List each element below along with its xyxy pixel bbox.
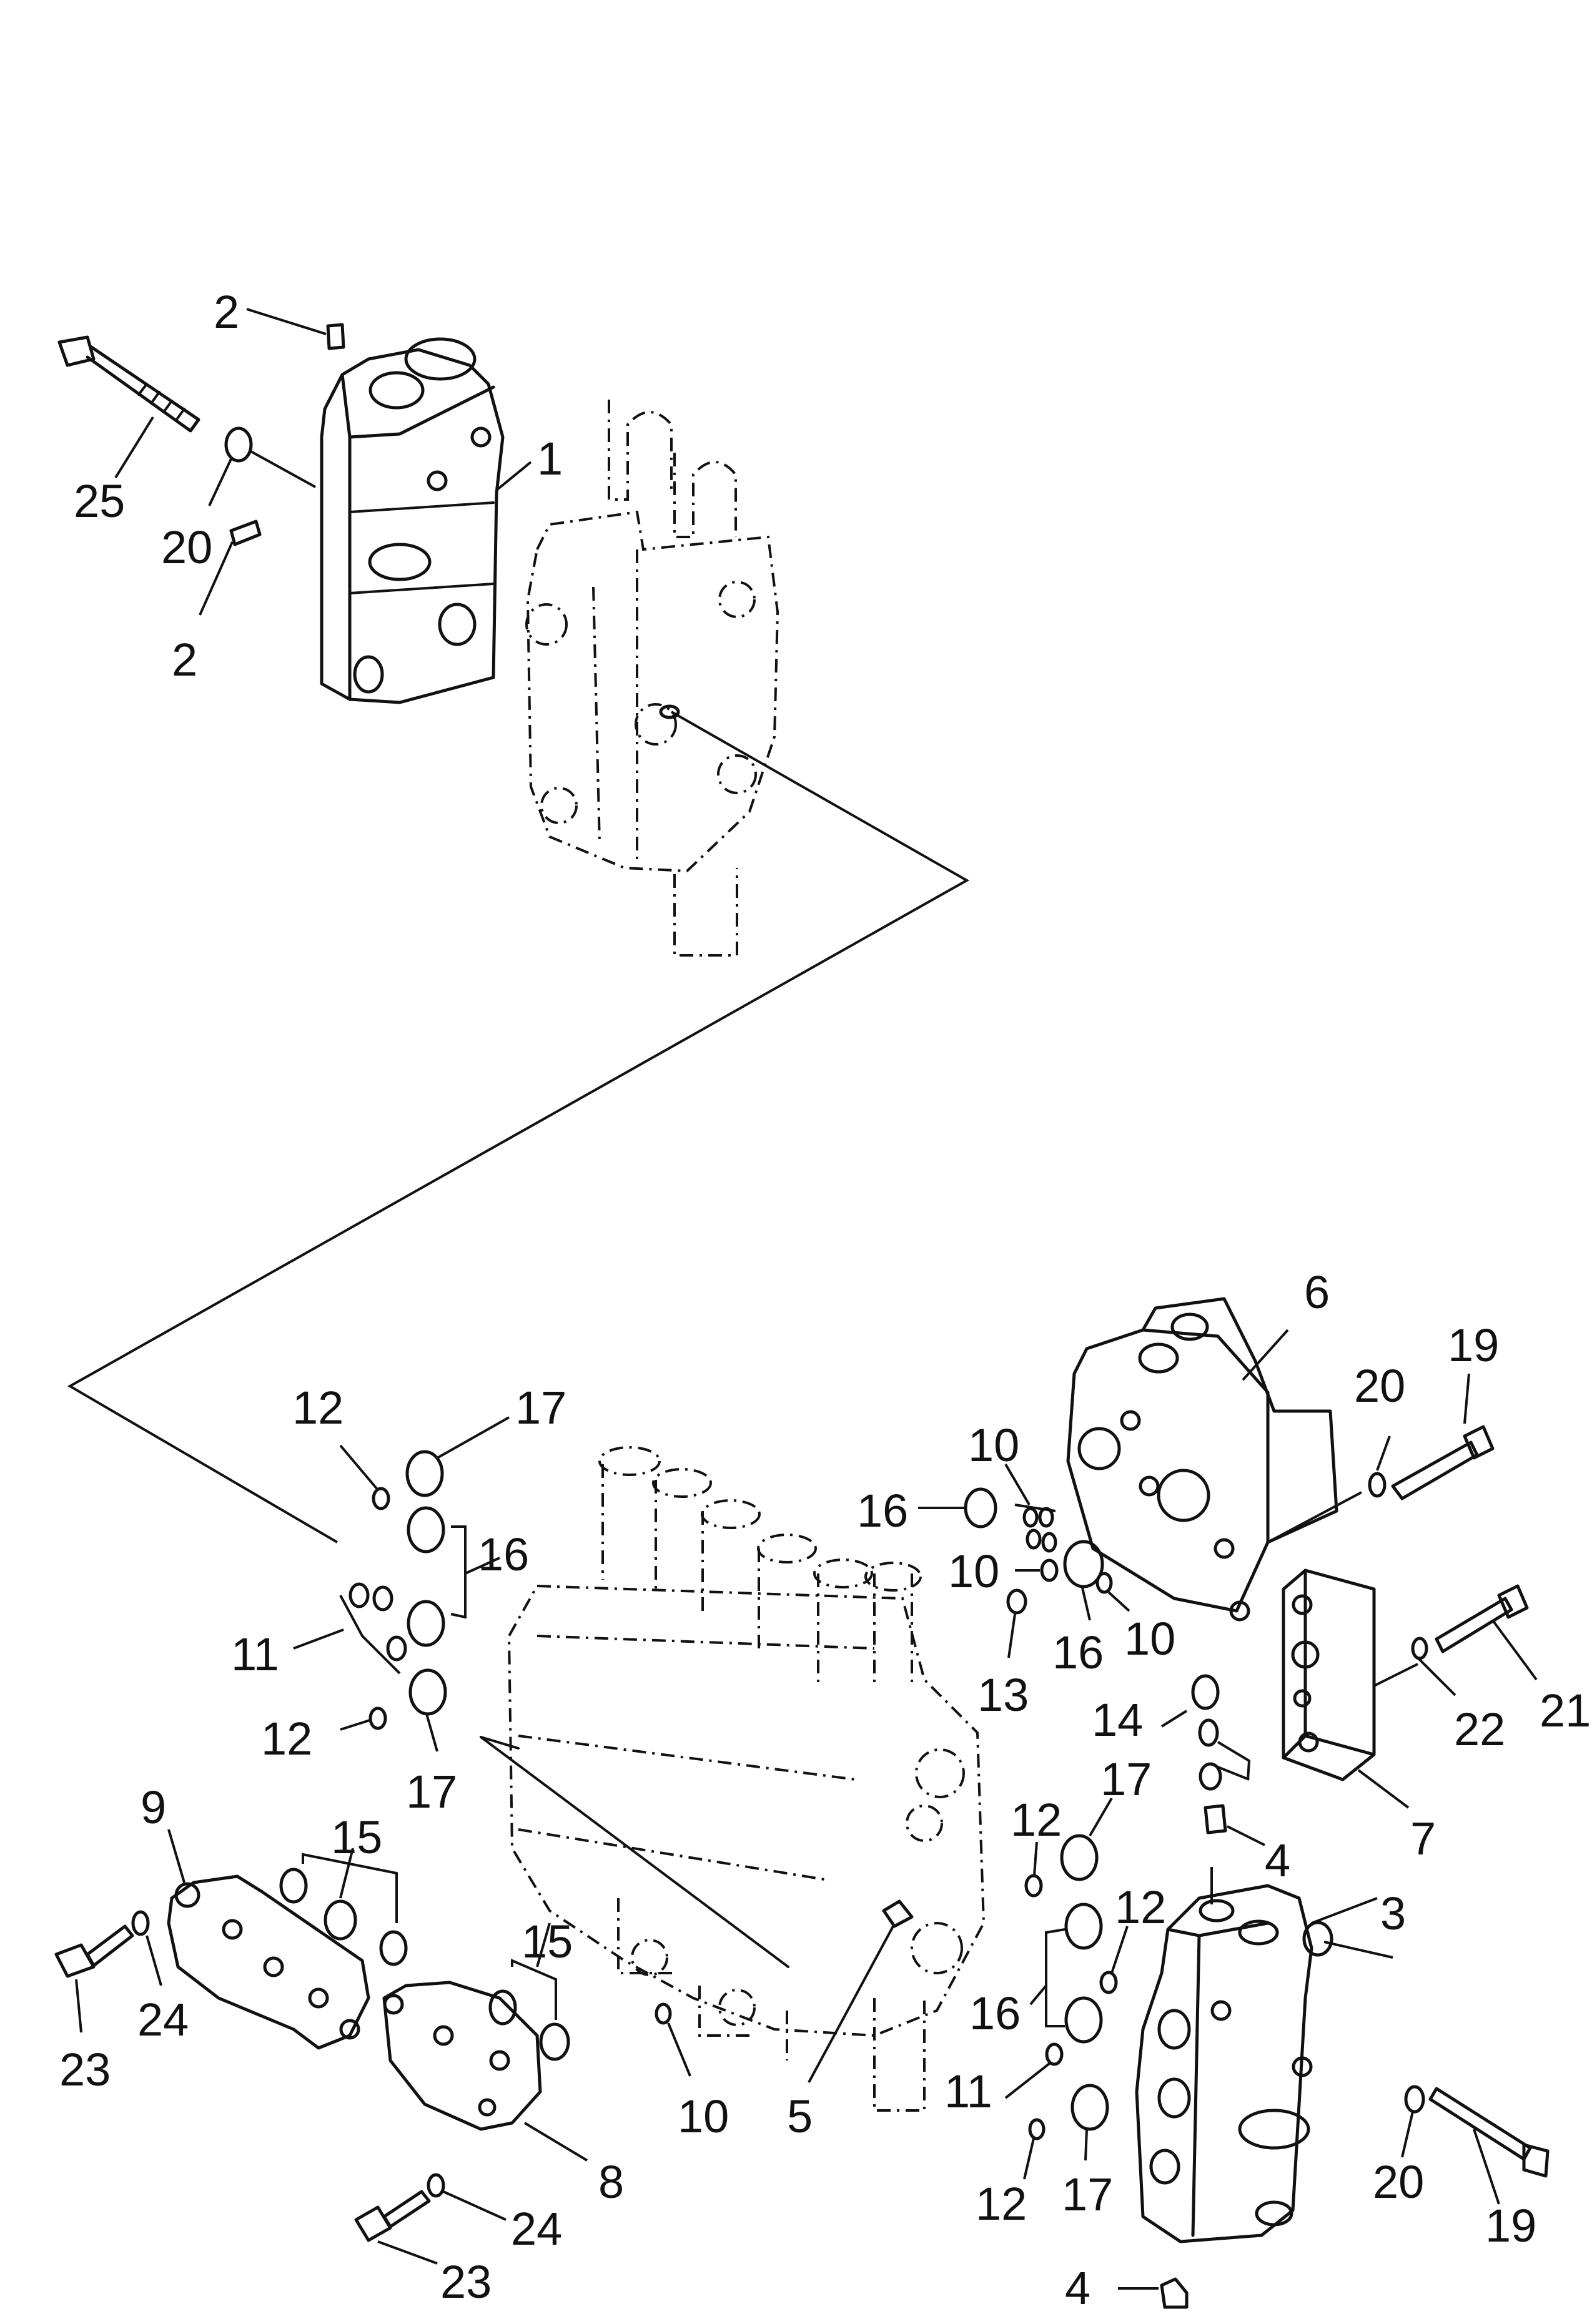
main-valve-body — [480, 1446, 986, 2112]
plug-part-2-lower — [229, 519, 262, 546]
label-part-10d: 10 — [678, 2090, 729, 2142]
label-part-14: 14 — [1092, 1694, 1143, 1746]
washer-part-24-lower — [427, 2173, 445, 2198]
label-part-12d: 12 — [1115, 1881, 1166, 1933]
label-part-11a: 11 — [231, 1628, 279, 1680]
plug-part-2-top — [326, 323, 345, 350]
label-part-19a: 19 — [1448, 1319, 1499, 1371]
label-part-12e: 12 — [976, 2178, 1027, 2230]
label-part-12c: 12 — [1011, 1794, 1062, 1846]
washer-part-20-top — [224, 426, 253, 463]
washer-part-24-left — [131, 1910, 150, 1936]
label-part-7: 7 — [1410, 1813, 1436, 1864]
label-part-12b: 12 — [261, 1713, 312, 1765]
label-part-10a: 10 — [968, 1419, 1019, 1471]
callout-labels: 1 2 2 25 20 6 19 20 21 22 7 10 16 10 13 … — [59, 286, 1591, 2314]
label-part-4a: 4 — [1265, 1834, 1290, 1886]
label-part-2a: 2 — [214, 286, 239, 338]
seal-kit-part-3 — [1004, 1797, 1129, 2180]
bolt-part-21 — [1435, 1584, 1538, 1681]
bolt-part-23-lower — [354, 2190, 438, 2265]
label-part-23a: 23 — [59, 2044, 111, 2095]
assembly-leader-line — [67, 711, 970, 1544]
washer-part-20-lower — [1404, 2085, 1425, 2114]
valve-body-top — [525, 400, 779, 957]
label-part-5: 5 — [787, 2090, 813, 2142]
label-part-16b: 16 — [1052, 1627, 1104, 1678]
label-part-21: 21 — [1540, 1685, 1591, 1736]
label-part-15a: 15 — [331, 1811, 382, 1863]
washer-part-20-upper — [1368, 1472, 1387, 1498]
label-part-24b: 24 — [511, 2203, 562, 2255]
label-part-3: 3 — [1380, 1888, 1406, 1939]
relief-block-part-6 — [1066, 1297, 1362, 1622]
label-part-24a: 24 — [137, 1994, 189, 2046]
oring-part-10-bottom — [655, 2002, 672, 2025]
washer-part-22 — [1411, 1637, 1428, 1660]
bolt-part-25 — [57, 335, 200, 479]
label-part-16c: 16 — [478, 1529, 529, 1580]
bolt-part-19-lower — [1428, 2087, 1550, 2205]
label-part-4b: 4 — [1065, 2262, 1090, 2314]
label-part-17a: 17 — [515, 1382, 566, 1434]
seal-kit-part-14 — [1160, 1674, 1251, 1791]
label-part-19b: 19 — [1485, 2200, 1536, 2252]
seal-kit-right — [918, 1463, 1130, 1658]
label-part-11b: 11 — [944, 2066, 992, 2117]
label-part-10c: 10 — [1124, 1613, 1175, 1665]
label-part-12a: 12 — [292, 1382, 344, 1434]
label-part-23b: 23 — [440, 2256, 492, 2308]
label-part-22: 22 — [1454, 1703, 1505, 1755]
cover-part-9 — [167, 1829, 370, 2050]
label-part-25: 25 — [74, 475, 125, 527]
label-part-17c: 17 — [1100, 1753, 1152, 1805]
label-part-8: 8 — [598, 2156, 624, 2208]
label-part-9: 9 — [141, 1781, 166, 1833]
label-part-1: 1 — [537, 433, 563, 485]
plug-part-4-lower — [1160, 2277, 1189, 2309]
seal-kit-part-15-right — [488, 1923, 570, 2061]
label-part-16d: 16 — [969, 1987, 1021, 2039]
label-part-16a: 16 — [857, 1485, 908, 1537]
label-part-17b: 17 — [406, 1766, 457, 1818]
label-part-15b: 15 — [522, 1916, 573, 1967]
label-part-10b: 10 — [948, 1545, 999, 1597]
label-part-17d: 17 — [1062, 2169, 1113, 2220]
seal-kit-part-15-left — [279, 1848, 408, 1966]
seal-kit-left — [293, 1416, 510, 1752]
label-part-20b: 20 — [1354, 1360, 1405, 1412]
plate-part-7 — [1282, 1568, 1418, 1809]
label-part-20c: 20 — [1373, 2156, 1424, 2208]
end-block-part-1 — [320, 337, 532, 704]
plug-part-5 — [882, 1899, 914, 1928]
label-part-2b: 2 — [172, 634, 197, 686]
label-part-13: 13 — [977, 1669, 1029, 1721]
label-part-6: 6 — [1304, 1266, 1330, 1318]
cover-part-8 — [382, 1981, 588, 2162]
bolt-part-23-left — [54, 1924, 134, 2033]
bolt-part-19-upper — [1391, 1373, 1495, 1500]
label-part-20a: 20 — [161, 521, 212, 573]
plug-part-4-upper — [1204, 1804, 1227, 1834]
end-block-part-3 — [1135, 1867, 1393, 2243]
